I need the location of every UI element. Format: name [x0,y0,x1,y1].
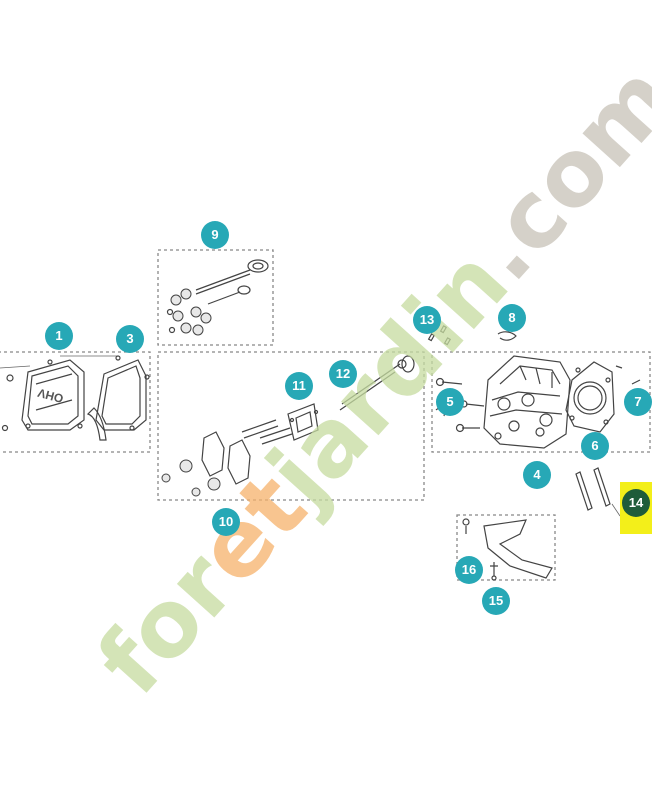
valve-set [166,259,269,336]
group-deflector [456,514,556,581]
callout-7[interactable]: 7 [624,388,652,416]
valve-cover-gasket [95,355,150,431]
callout-14[interactable]: 14 [622,489,650,517]
callout-8[interactable]: 8 [498,304,526,332]
dowel-pins [575,467,621,517]
valve-cover-lettering: OHV [36,386,65,406]
group-cylinder-head [431,351,651,453]
callout-9[interactable]: 9 [201,221,229,249]
cylinder-head [483,355,571,449]
callout-3[interactable]: 3 [116,325,144,353]
callout-11[interactable]: 11 [285,372,313,400]
callout-13[interactable]: 13 [413,306,441,334]
group-rocker-arms [157,351,425,501]
callout-12[interactable]: 12 [329,360,357,388]
valve-cover [0,355,118,441]
rocker-arm-assembly [161,355,415,497]
air-deflector [462,518,553,581]
callout-4[interactable]: 4 [523,461,551,489]
callout-1[interactable]: 1 [45,322,73,350]
group-valves [157,249,274,346]
callout-15[interactable]: 15 [482,587,510,615]
callout-5[interactable]: 5 [436,388,464,416]
clip [497,331,517,341]
group-valve-cover [0,351,151,453]
callout-16[interactable]: 16 [455,556,483,584]
callout-10[interactable]: 10 [212,508,240,536]
callout-6[interactable]: 6 [581,432,609,460]
valve-keepers [427,325,452,346]
head-gasket [565,361,641,433]
